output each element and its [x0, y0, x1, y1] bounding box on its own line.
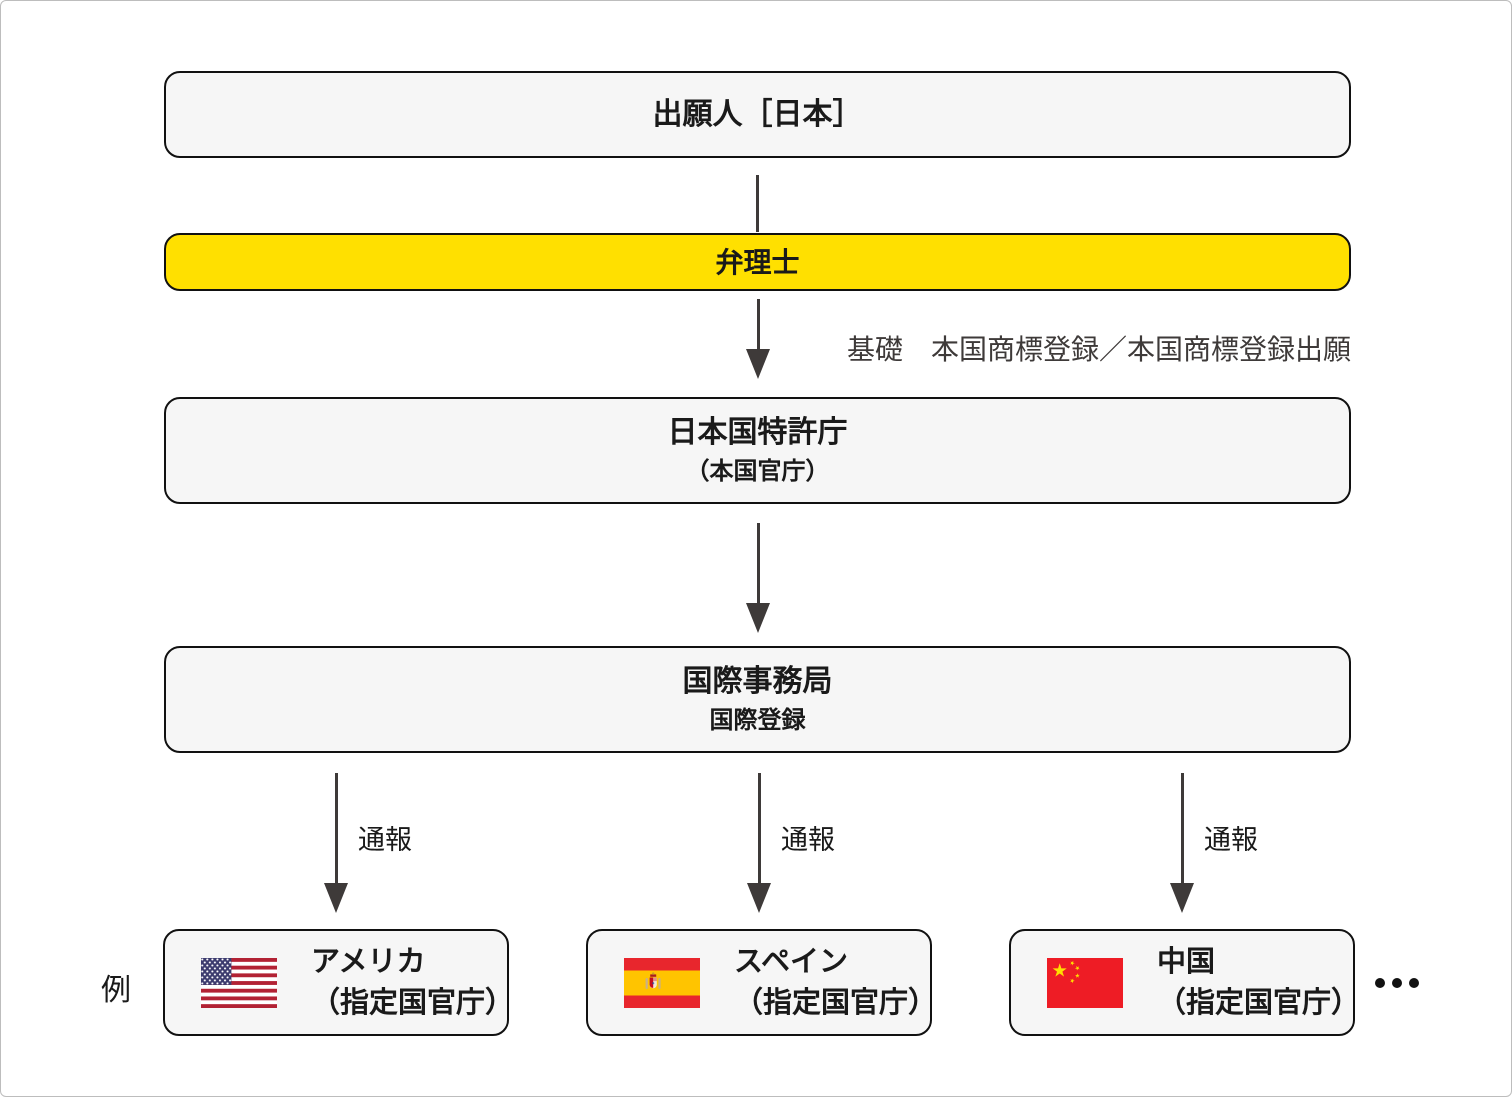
arrow-shaft: [334, 773, 338, 883]
arrow-shaft: [1180, 773, 1184, 883]
example-label: 例: [101, 974, 131, 1007]
notification-label-usa: 通報: [358, 825, 412, 855]
arrowhead-icon: [746, 603, 770, 633]
jpo-subtitle: （本国官庁）: [685, 457, 830, 485]
arrow-shaft: [756, 523, 760, 603]
connector-line-applicant-attorney: [756, 175, 759, 232]
designated-office-spain: スペイン （指定国官庁）: [586, 929, 937, 1036]
notification-label-china: 通報: [1204, 825, 1258, 855]
office-label: スペイン （指定国官庁）: [734, 942, 937, 1022]
arrow-ib-to-usa: [324, 773, 348, 913]
arrowhead-icon: [324, 883, 348, 913]
usa-flag-icon: [201, 957, 277, 1008]
ib-title: 国際事務局: [682, 665, 833, 699]
ib-subtitle: 国際登録: [709, 706, 806, 734]
jpo-box: 日本国特許庁 （本国官庁）: [164, 397, 1351, 504]
designated-office-china: 中国 （指定国官庁）: [1009, 929, 1360, 1036]
more-countries-ellipsis: [1375, 978, 1419, 988]
arrowhead-icon: [1170, 883, 1194, 913]
basis-note: 基礎 本国商標登録／本国商標登録出願: [846, 334, 1351, 365]
office-subtitle: （指定国官庁）: [311, 986, 515, 1019]
country-name: スペイン: [734, 946, 848, 979]
office-label: 中国 （指定国官庁）: [1157, 942, 1360, 1022]
office-subtitle: （指定国官庁）: [1157, 986, 1361, 1019]
arrow-attorney-to-jpo: [746, 299, 770, 379]
country-name: アメリカ: [311, 946, 426, 979]
applicant-box: 出願人［日本］: [164, 71, 1351, 158]
china-flag-icon: [1047, 957, 1123, 1008]
applicant-label: 出願人［日本］: [652, 97, 863, 131]
arrow-shaft: [757, 773, 761, 883]
office-label: アメリカ （指定国官庁）: [311, 942, 514, 1022]
country-name: 中国: [1157, 946, 1216, 979]
ellipsis-dot: [1409, 978, 1419, 988]
spain-flag-icon: [624, 957, 700, 1008]
arrow-shaft: [756, 299, 760, 349]
international-bureau-box: 国際事務局 国際登録: [164, 646, 1351, 753]
arrow-ib-to-china: [1170, 773, 1194, 913]
office-subtitle: （指定国官庁）: [734, 986, 938, 1019]
jpo-title: 日本国特許庁: [667, 416, 848, 450]
designated-office-usa: アメリカ （指定国官庁）: [163, 929, 514, 1036]
arrowhead-icon: [746, 349, 770, 379]
attorney-box: 弁理士: [164, 233, 1351, 291]
ellipsis-dot: [1392, 978, 1402, 988]
arrow-ib-to-spain: [747, 773, 771, 913]
arrow-jpo-to-ib: [746, 523, 770, 633]
arrowhead-icon: [747, 883, 771, 913]
ellipsis-dot: [1375, 978, 1385, 988]
notification-label-spain: 通報: [781, 825, 835, 855]
attorney-label: 弁理士: [715, 246, 800, 278]
